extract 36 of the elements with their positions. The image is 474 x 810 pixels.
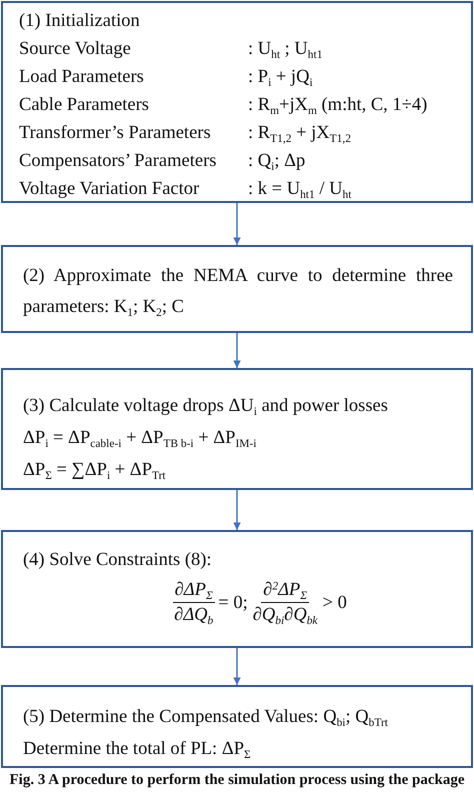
parameter-value: : U$_{ht}$ ; U$_{ht1}$	[248, 38, 324, 63]
process-box	[1, 1, 473, 203]
parameter-value: : R$_{T1,2}$ + jX$_{T1,2}$	[248, 122, 352, 147]
parameter-value: : P$_{i}$ + jQ$_{i}$	[248, 66, 314, 91]
process-box	[1, 685, 473, 768]
step-text: (2) Approximate the NEMA curve to determine three parameters: K$_{1}$; K$_{2}$; C	[23, 265, 453, 321]
process-box	[1, 245, 473, 333]
step-heading: (4) Solve Constraints (8):	[23, 549, 213, 572]
parameter-label: Compensators’ Parameters	[19, 150, 218, 173]
formula-numerator: ∂ΔP$_{Σ}$	[172, 578, 215, 603]
arrow	[233, 490, 241, 530]
parameter-value: : k = U$_{ht1}$ / U$_{ht}$	[248, 178, 352, 203]
parameter-label: Load Parameters	[19, 66, 145, 89]
formula-denominator: ∂ΔQ$_{b}$	[173, 604, 214, 627]
formula-denominator: ∂Q$_{bi}$∂Q$_{bk}$	[252, 604, 319, 627]
arrow	[233, 333, 241, 368]
step-text: ΔP$_{i}$ = ΔP$_{cable-i}$ + ΔP$_{TB b-i}$ + ΔP$_{IM-i}$	[23, 427, 258, 452]
parameter-value: : R$_{m}$+jX$_{m}$ (m:ht, C, 1÷4)	[248, 94, 428, 119]
formula-text: > 0	[322, 592, 347, 614]
step-text: (3) Calculate voltage drops ΔU$_{i}$ and power losses	[23, 395, 389, 420]
parameter-value: : Q$_{i}$; Δp	[248, 150, 306, 175]
parameter-label: Source Voltage	[19, 38, 132, 61]
process-box	[1, 368, 473, 490]
formula-text: = 0;	[218, 592, 248, 614]
step-text: ΔP$_{Σ}$ = ∑ΔP$_{i}$ + ΔP$_{Trt}$	[23, 459, 167, 484]
arrow	[233, 648, 241, 685]
parameter-label: Voltage Variation Factor	[19, 178, 200, 201]
figure-caption: Fig. 3 A procedure to perform the simulation process using the package	[8, 771, 466, 789]
step-heading: (1) Initialization	[19, 10, 141, 33]
process-box	[1, 530, 473, 648]
arrow	[233, 203, 241, 245]
step-text: (5) Determine the Compensated Values: Q$_{bi}$; Q$_{bTrt}$	[23, 706, 389, 731]
parameter-label: Cable Parameters	[19, 94, 150, 117]
formula-numerator: ∂$^{2}$ΔP$_{Σ}$	[261, 578, 310, 603]
step-text: Determine the total of PL: ΔP$_{Σ}$	[23, 738, 252, 763]
parameter-label: Transformer’s Parameters	[19, 122, 212, 145]
